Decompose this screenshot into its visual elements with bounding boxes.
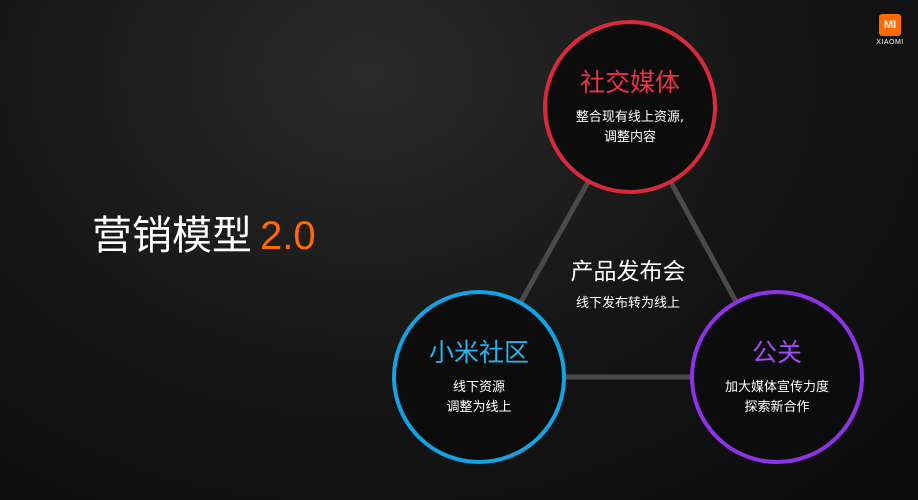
node-pr-line2: 探索新合作 [744, 400, 810, 415]
node-mi-community: 小米社区 线下资源 调整为线上 [392, 290, 566, 464]
node-pr-desc: 加大媒体宣传力度 探索新合作 [725, 378, 829, 418]
node-social-media-desc: 整合现有线上资源, 调整内容 [576, 108, 684, 148]
node-social-media: 社交媒体 整合现有线上资源, 调整内容 [543, 20, 717, 194]
node-pr-line1: 加大媒体宣传力度 [724, 380, 829, 395]
xiaomi-logo: MI [879, 14, 901, 36]
center-product-launch-title: 产品发布会 [570, 259, 686, 285]
node-mi-community-desc: 线下资源 调整为线上 [446, 378, 511, 418]
node-pr-title: 公关 [751, 338, 802, 367]
node-pr: 公关 加大媒体宣传力度 探索新合作 [690, 290, 864, 464]
title-main: 营销模型 [92, 213, 252, 259]
center-product-launch-desc: 线下发布转为线上 [575, 296, 680, 311]
node-mi-community-line1: 线下资源 [452, 380, 505, 395]
node-mi-community-line2: 调整为线上 [446, 400, 512, 415]
node-social-media-line2: 调整内容 [603, 130, 656, 145]
center-product-launch: 产品发布会 线下发布转为线上 [540, 256, 716, 314]
xiaomi-logo-text: XIAOMI [876, 39, 904, 46]
node-social-media-title: 社交媒体 [579, 68, 680, 97]
node-social-media-line1: 整合现有线上资源, [575, 110, 685, 125]
node-mi-community-title: 小米社区 [428, 338, 529, 367]
title-version: 2.0 [260, 214, 316, 258]
